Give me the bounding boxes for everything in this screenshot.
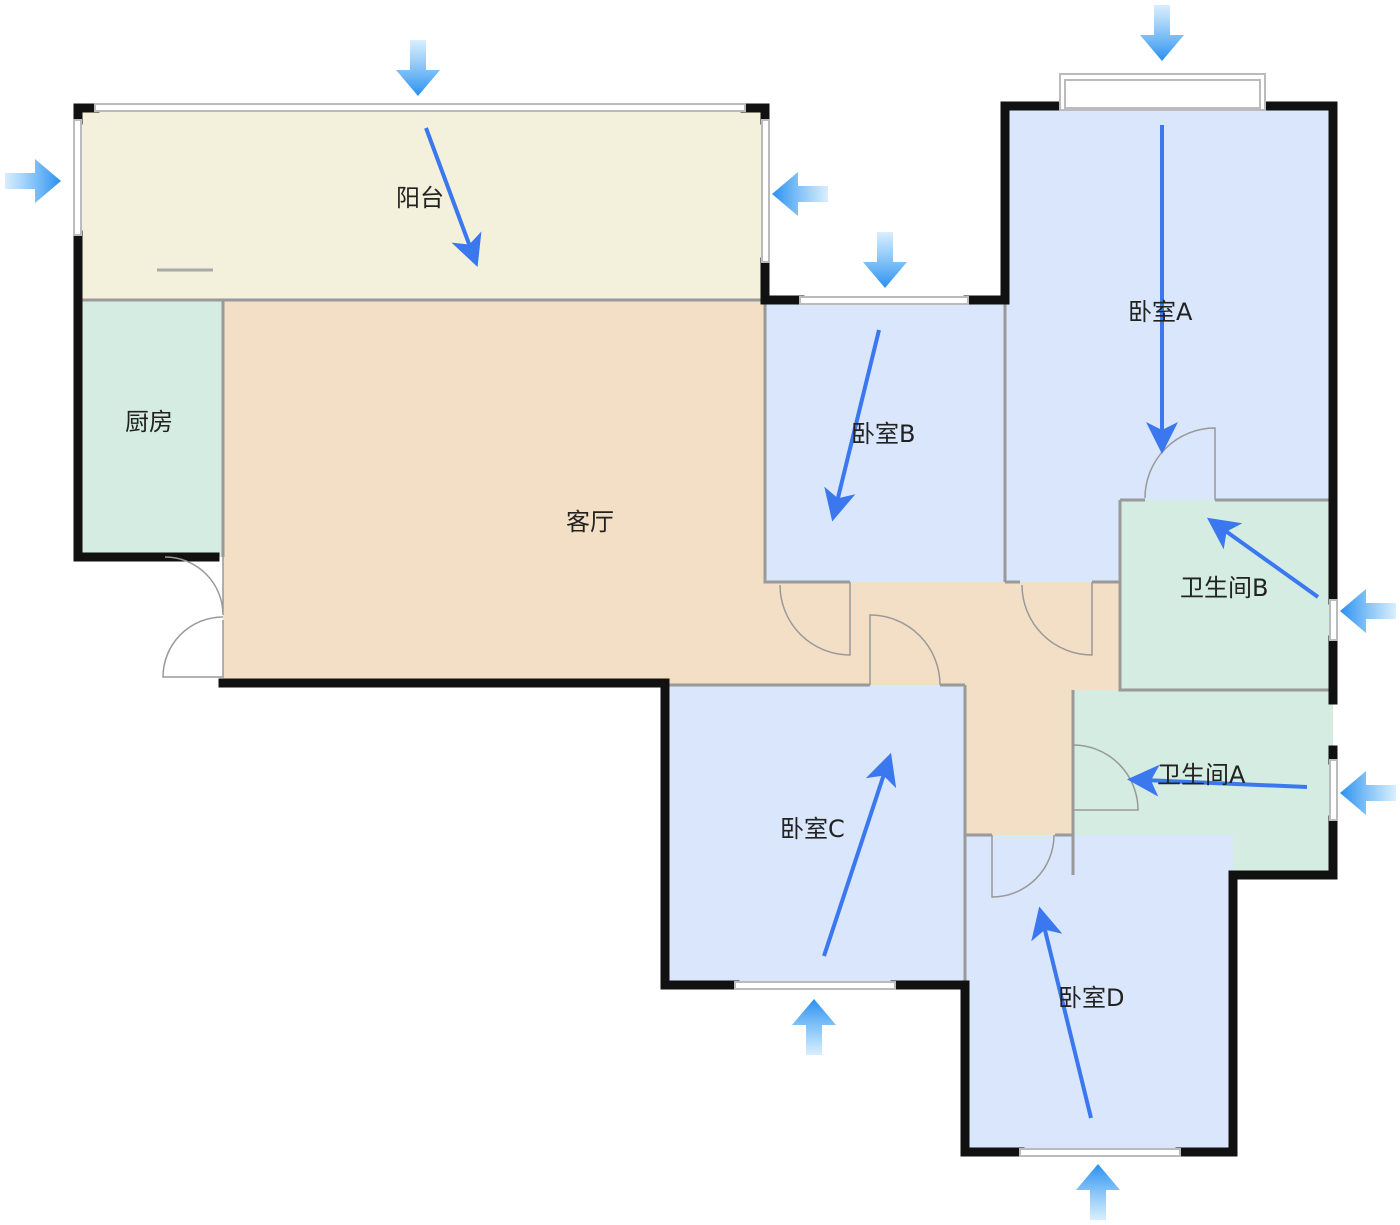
room-label-bathroom-a: 卫生间A — [1157, 761, 1246, 789]
direction-arrow-balcony — [424, 127, 482, 268]
direction-arrow-bathroom-b — [1206, 517, 1320, 599]
arrow-left-icon — [1340, 589, 1396, 633]
room-label-bedroom-a: 卧室A — [1128, 298, 1193, 326]
room-direction-arrows — [424, 125, 1320, 1119]
arrow-down-icon — [1140, 5, 1184, 61]
room-label-bathroom-b: 卫生间B — [1180, 574, 1268, 602]
bedroom-b-area — [765, 301, 1005, 582]
arrow-left-icon — [772, 172, 828, 216]
arrow-up-icon — [792, 999, 836, 1055]
bedroom-a-area — [1005, 106, 1333, 582]
room-label-bedroom-c: 卧室C — [780, 815, 845, 843]
doors — [162, 427, 1216, 898]
direction-arrow-bedroom-c — [822, 752, 897, 957]
arrow-up-icon — [1076, 1164, 1120, 1220]
windows — [73, 73, 1338, 1157]
arrow-down-icon — [863, 232, 907, 288]
arrow-left-icon — [1340, 771, 1396, 815]
room-fills — [78, 106, 1333, 1152]
arrow-right-icon — [5, 159, 61, 203]
room-label-bedroom-d: 卧室D — [1058, 984, 1124, 1012]
partitions — [78, 298, 1333, 985]
living-area — [223, 301, 1120, 835]
kitchen-area — [78, 301, 223, 557]
room-label-living: 客厅 — [566, 508, 614, 536]
direction-arrow-bedroom-d — [1031, 906, 1093, 1119]
direction-arrow-bathroom-a — [1127, 764, 1308, 797]
bedroom-d-area — [965, 835, 1233, 1152]
direction-arrow-bedroom-b — [824, 329, 881, 522]
light-arrows — [5, 5, 1396, 1220]
room-label-bedroom-b: 卧室B — [851, 420, 915, 448]
room-labels: 阳台 厨房 客厅 卧室B 卧室A 卫生间B 卫生间A 卧室C 卧室D — [125, 184, 1268, 1012]
walls — [73, 101, 1338, 1157]
room-label-kitchen: 厨房 — [125, 408, 173, 436]
room-label-balcony: 阳台 — [396, 184, 444, 212]
arrow-down-icon — [396, 40, 440, 96]
bedroom-c-area — [665, 685, 965, 985]
